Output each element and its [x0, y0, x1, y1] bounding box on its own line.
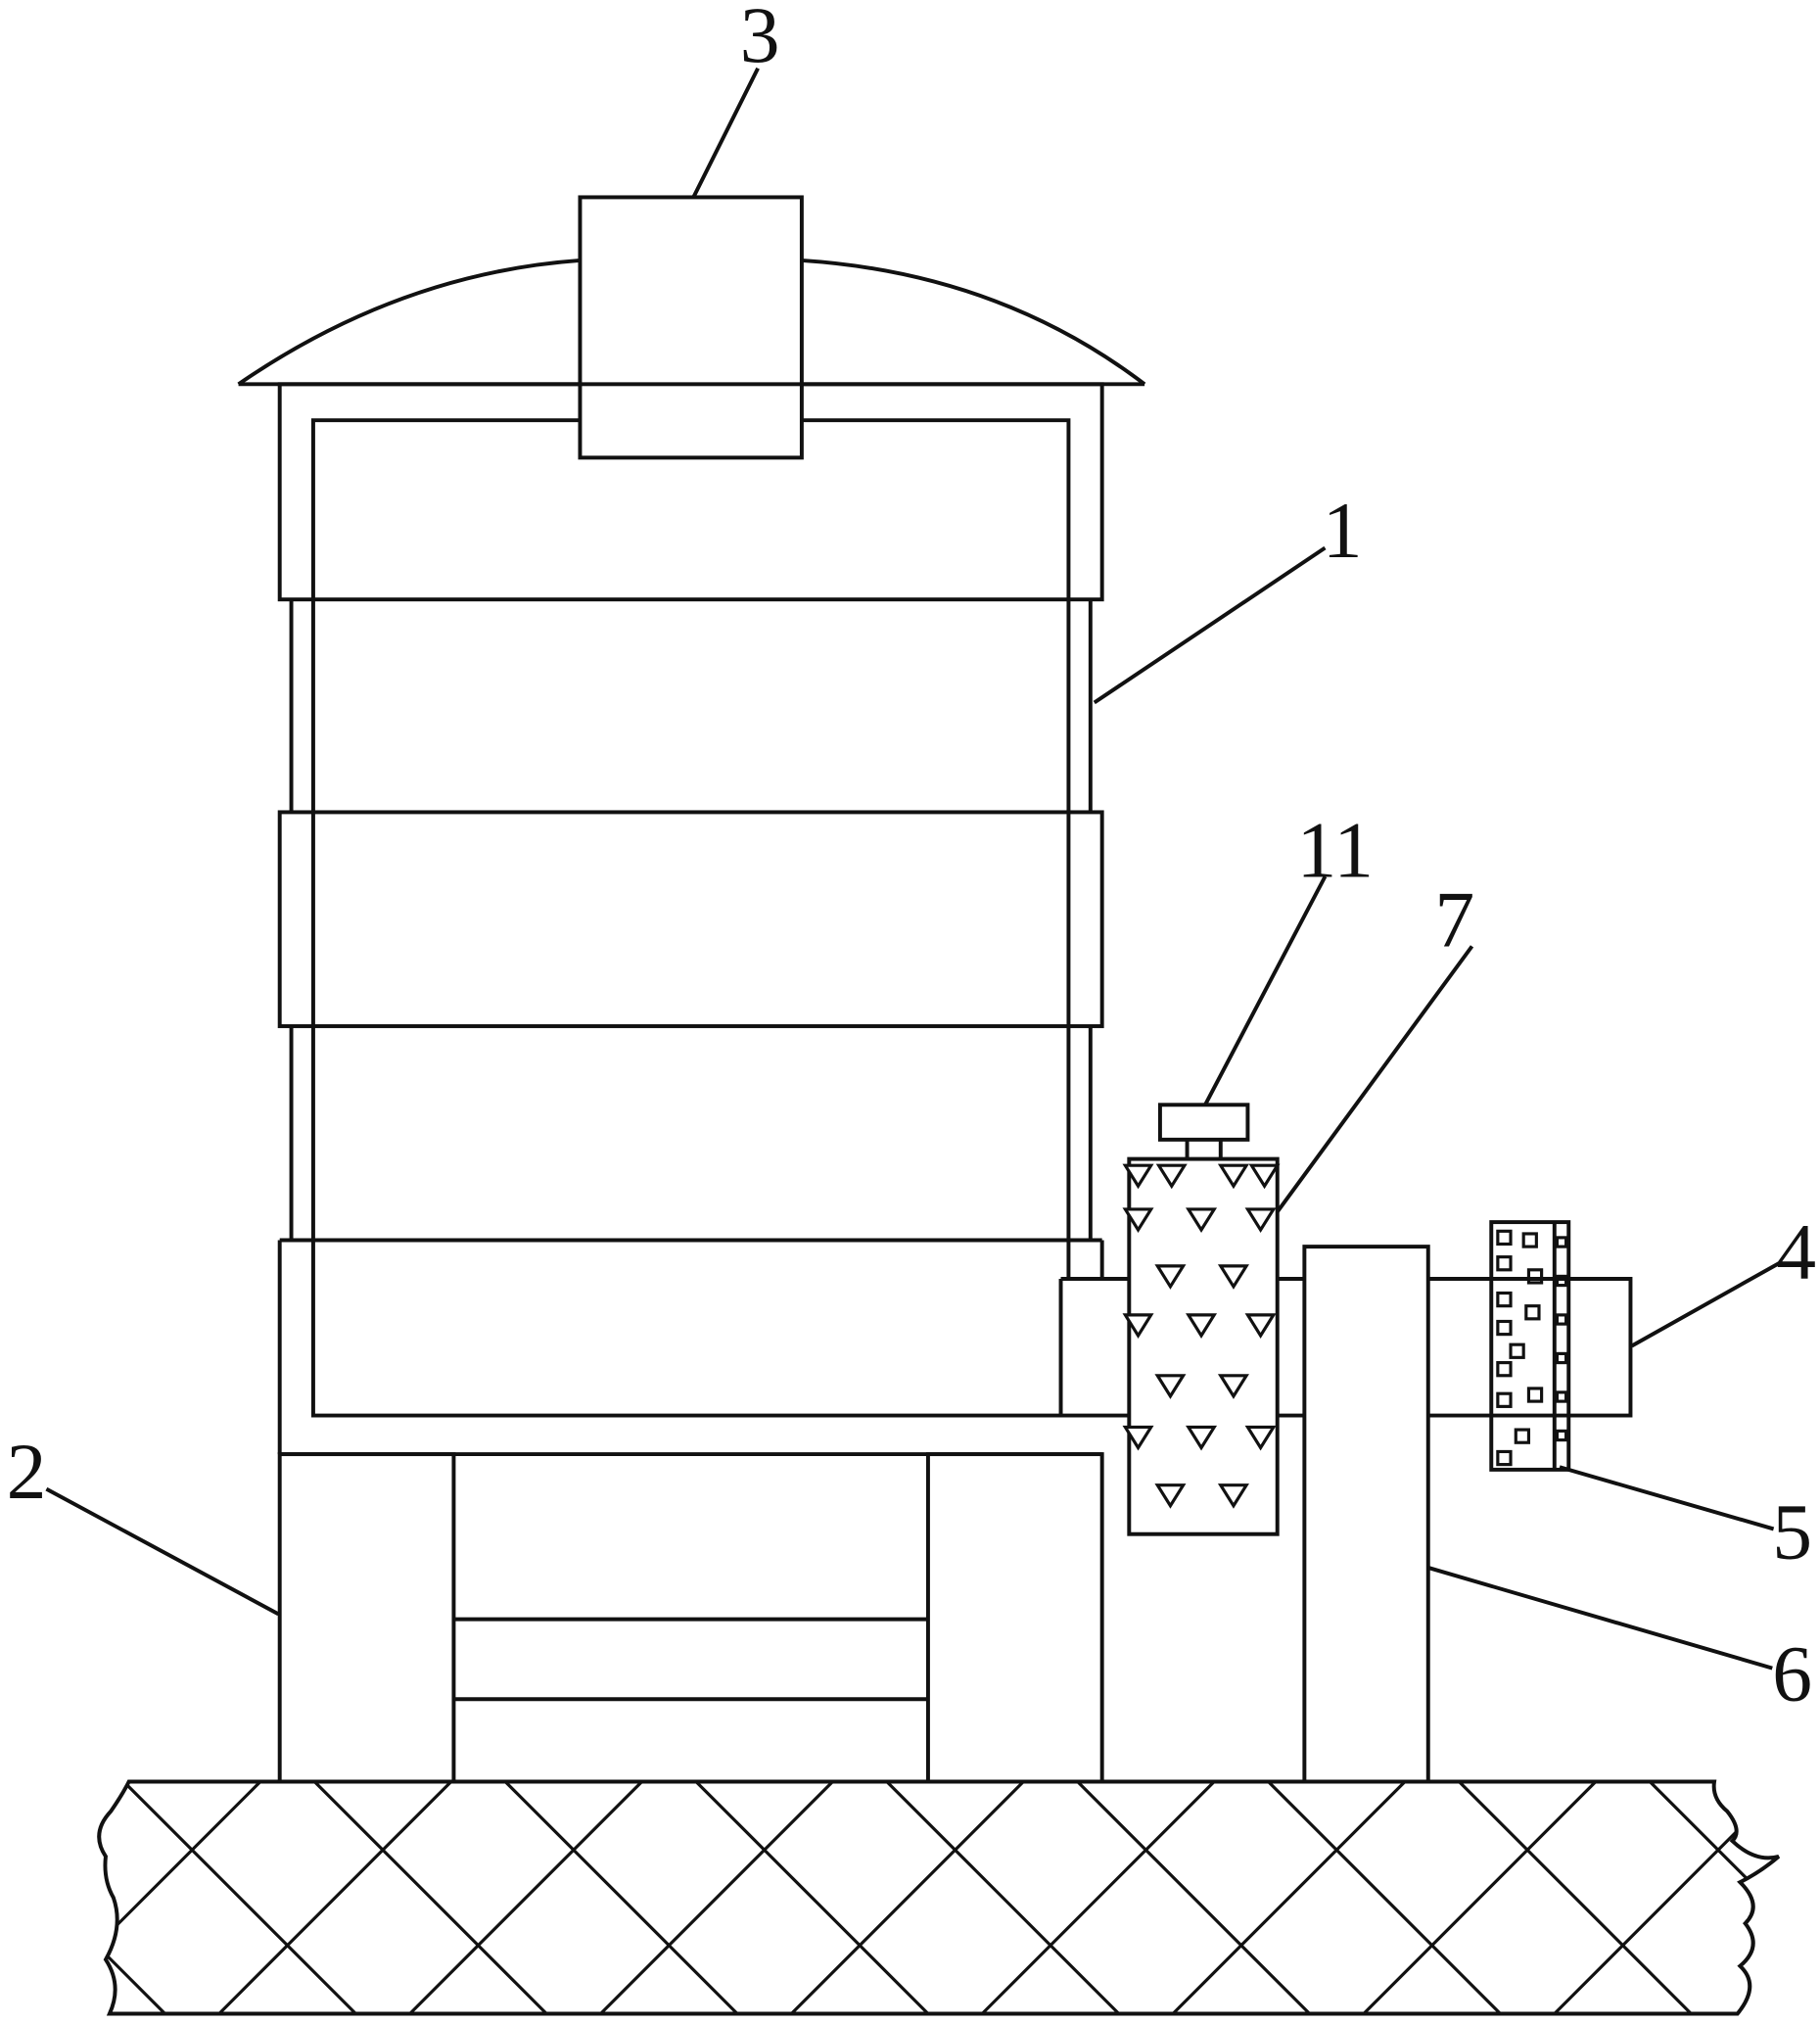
hatch-line [217, 1781, 452, 2014]
label-7: 7 [1434, 874, 1474, 964]
cartridge-cap [1157, 1103, 1250, 1159]
valve-block [1489, 1220, 1571, 1472]
filter-triangle [1217, 1483, 1249, 1509]
hatch-line [1744, 1781, 1779, 2014]
filter-triangle [1154, 1483, 1187, 1509]
label-1: 1 [1323, 486, 1363, 575]
label-2: 2 [7, 1427, 47, 1516]
filter-triangle [1217, 1374, 1249, 1399]
filter-triangle [1122, 1207, 1154, 1233]
hatch-line [1267, 1781, 1502, 2014]
hatch-line [1362, 1781, 1598, 2014]
filter-triangle [1154, 1264, 1187, 1290]
filter-cartridge [1122, 1156, 1281, 1536]
hatch-line [981, 1781, 1216, 2014]
hatch-line [408, 1781, 643, 2014]
filter-triangle [1217, 1163, 1249, 1190]
hatch-line [0, 1781, 70, 2013]
hatch-line [1171, 1781, 1407, 2014]
leader-lines [45, 67, 1780, 1671]
outlet-pipe [1058, 1277, 1633, 1418]
label-3: 3 [740, 0, 780, 79]
label-4: 4 [1776, 1207, 1816, 1296]
label-5: 5 [1772, 1487, 1812, 1577]
label-11: 11 [1296, 805, 1374, 894]
filter-triangle [1122, 1163, 1154, 1190]
tank-body [277, 382, 1104, 1457]
filter-triangle [1155, 1163, 1188, 1190]
hatch-line [885, 1781, 1120, 2014]
hatch-line [503, 1781, 739, 2014]
hatch-line [1649, 1781, 1779, 2014]
hatch-line [99, 1781, 166, 2014]
label-6: 6 [1772, 1629, 1812, 1718]
ground-base [0, 1779, 1781, 2016]
filter-triangle [1244, 1207, 1277, 1233]
filter-triangle [1217, 1264, 1249, 1290]
hatch-line [313, 1781, 548, 2014]
hatch-line [1458, 1781, 1693, 2014]
hatch-line [1076, 1781, 1311, 2014]
support-stand [277, 1452, 1104, 1784]
support-post [1302, 1245, 1430, 1784]
hatch-line [694, 1781, 930, 2014]
filter-triangle [1244, 1313, 1277, 1339]
hatch-line [99, 1781, 262, 2014]
filter-triangle [1186, 1207, 1218, 1233]
hatch-line [790, 1781, 1025, 2014]
tank-roof [237, 258, 1146, 387]
filter-triangle [1154, 1374, 1187, 1399]
filter-triangle [1122, 1313, 1154, 1339]
filter-triangle [1248, 1163, 1281, 1190]
filter-triangle [1122, 1425, 1154, 1451]
hatch-line [599, 1781, 834, 2014]
top-box [578, 195, 804, 460]
filter-triangle [1186, 1313, 1218, 1339]
filter-triangle [1186, 1425, 1218, 1451]
hatch-line [122, 1781, 357, 2014]
filter-triangle [1244, 1425, 1277, 1451]
